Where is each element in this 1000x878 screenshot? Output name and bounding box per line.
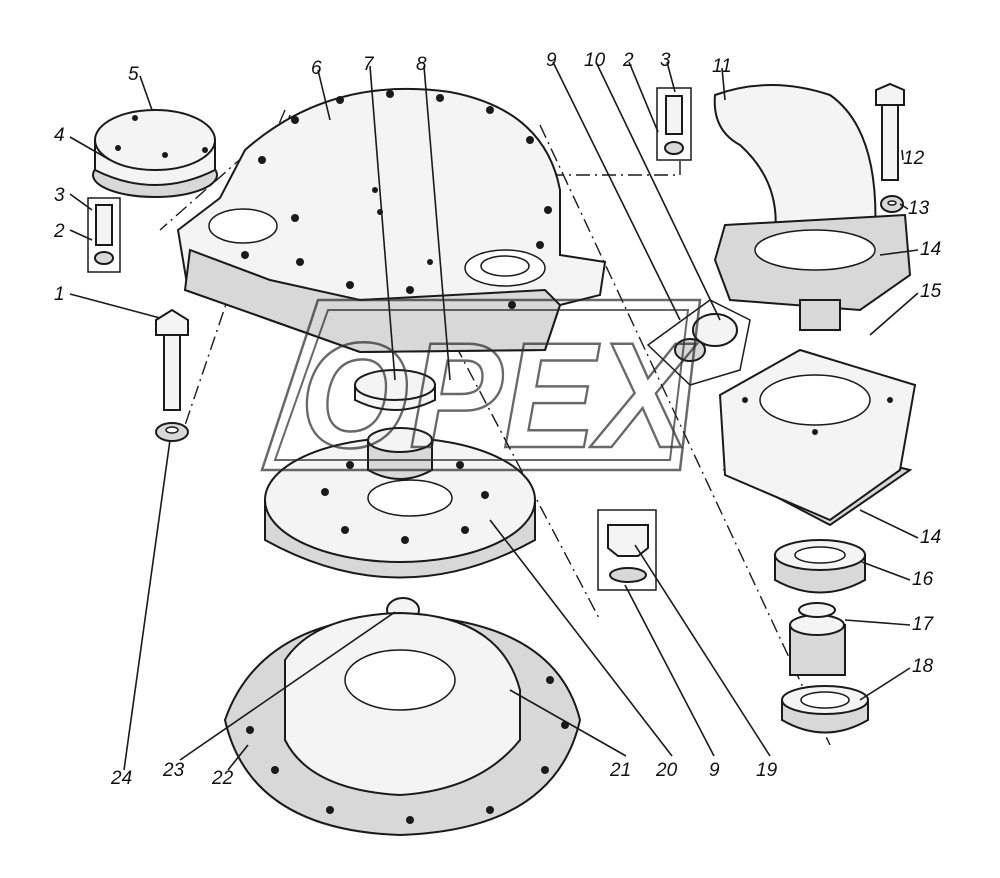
callout-14: 14 <box>920 527 941 548</box>
callout-24: 24 <box>110 768 132 789</box>
callout-3: 3 <box>660 50 671 71</box>
long-bolt-left <box>155 308 189 442</box>
callout-2: 2 <box>53 221 65 242</box>
callout-23: 23 <box>162 760 185 781</box>
callout-4: 4 <box>54 125 65 146</box>
cover-plate <box>92 109 218 198</box>
callout-6: 6 <box>311 58 322 79</box>
callout-1: 1 <box>54 284 65 305</box>
callout-9: 9 <box>546 50 557 71</box>
plug-set-lower <box>597 509 657 591</box>
watermark: OPEX <box>260 298 702 480</box>
bearing-lower <box>781 685 869 734</box>
callout-21: 21 <box>609 760 631 781</box>
callout-10: 10 <box>584 50 606 71</box>
bolt-washer-set-left <box>87 197 121 273</box>
callout-15: 15 <box>920 281 942 302</box>
callout-20: 20 <box>655 760 678 781</box>
callout-labels: 1 2 3 4 5 6 7 8 9 10 2 3 11 12 13 14 15 … <box>53 50 942 789</box>
callout-17: 17 <box>912 614 935 635</box>
callout-18: 18 <box>912 656 934 677</box>
callout-5: 5 <box>128 64 139 85</box>
bolt-washer-set-top <box>656 87 692 161</box>
callout-22: 22 <box>211 768 234 789</box>
callout-16: 16 <box>912 569 934 590</box>
pipe-elbow <box>713 84 912 331</box>
callout-14: 14 <box>920 239 941 260</box>
long-bolt-right <box>875 82 905 213</box>
callout-8: 8 <box>416 54 427 75</box>
callout-11: 11 <box>712 56 732 77</box>
leader-lines <box>69 61 919 771</box>
callout-13: 13 <box>908 198 930 219</box>
callout-2: 2 <box>622 50 634 71</box>
watermark-text: OPEX <box>300 311 697 479</box>
adapter-housing <box>718 348 917 527</box>
callout-19: 19 <box>756 760 778 781</box>
callout-9: 9 <box>709 760 720 781</box>
pinion-gear <box>789 602 846 676</box>
callout-3: 3 <box>54 185 65 206</box>
callout-7: 7 <box>363 54 375 75</box>
bearing-upper <box>774 539 866 594</box>
callout-12: 12 <box>903 148 925 169</box>
carrier-ring <box>223 611 582 837</box>
